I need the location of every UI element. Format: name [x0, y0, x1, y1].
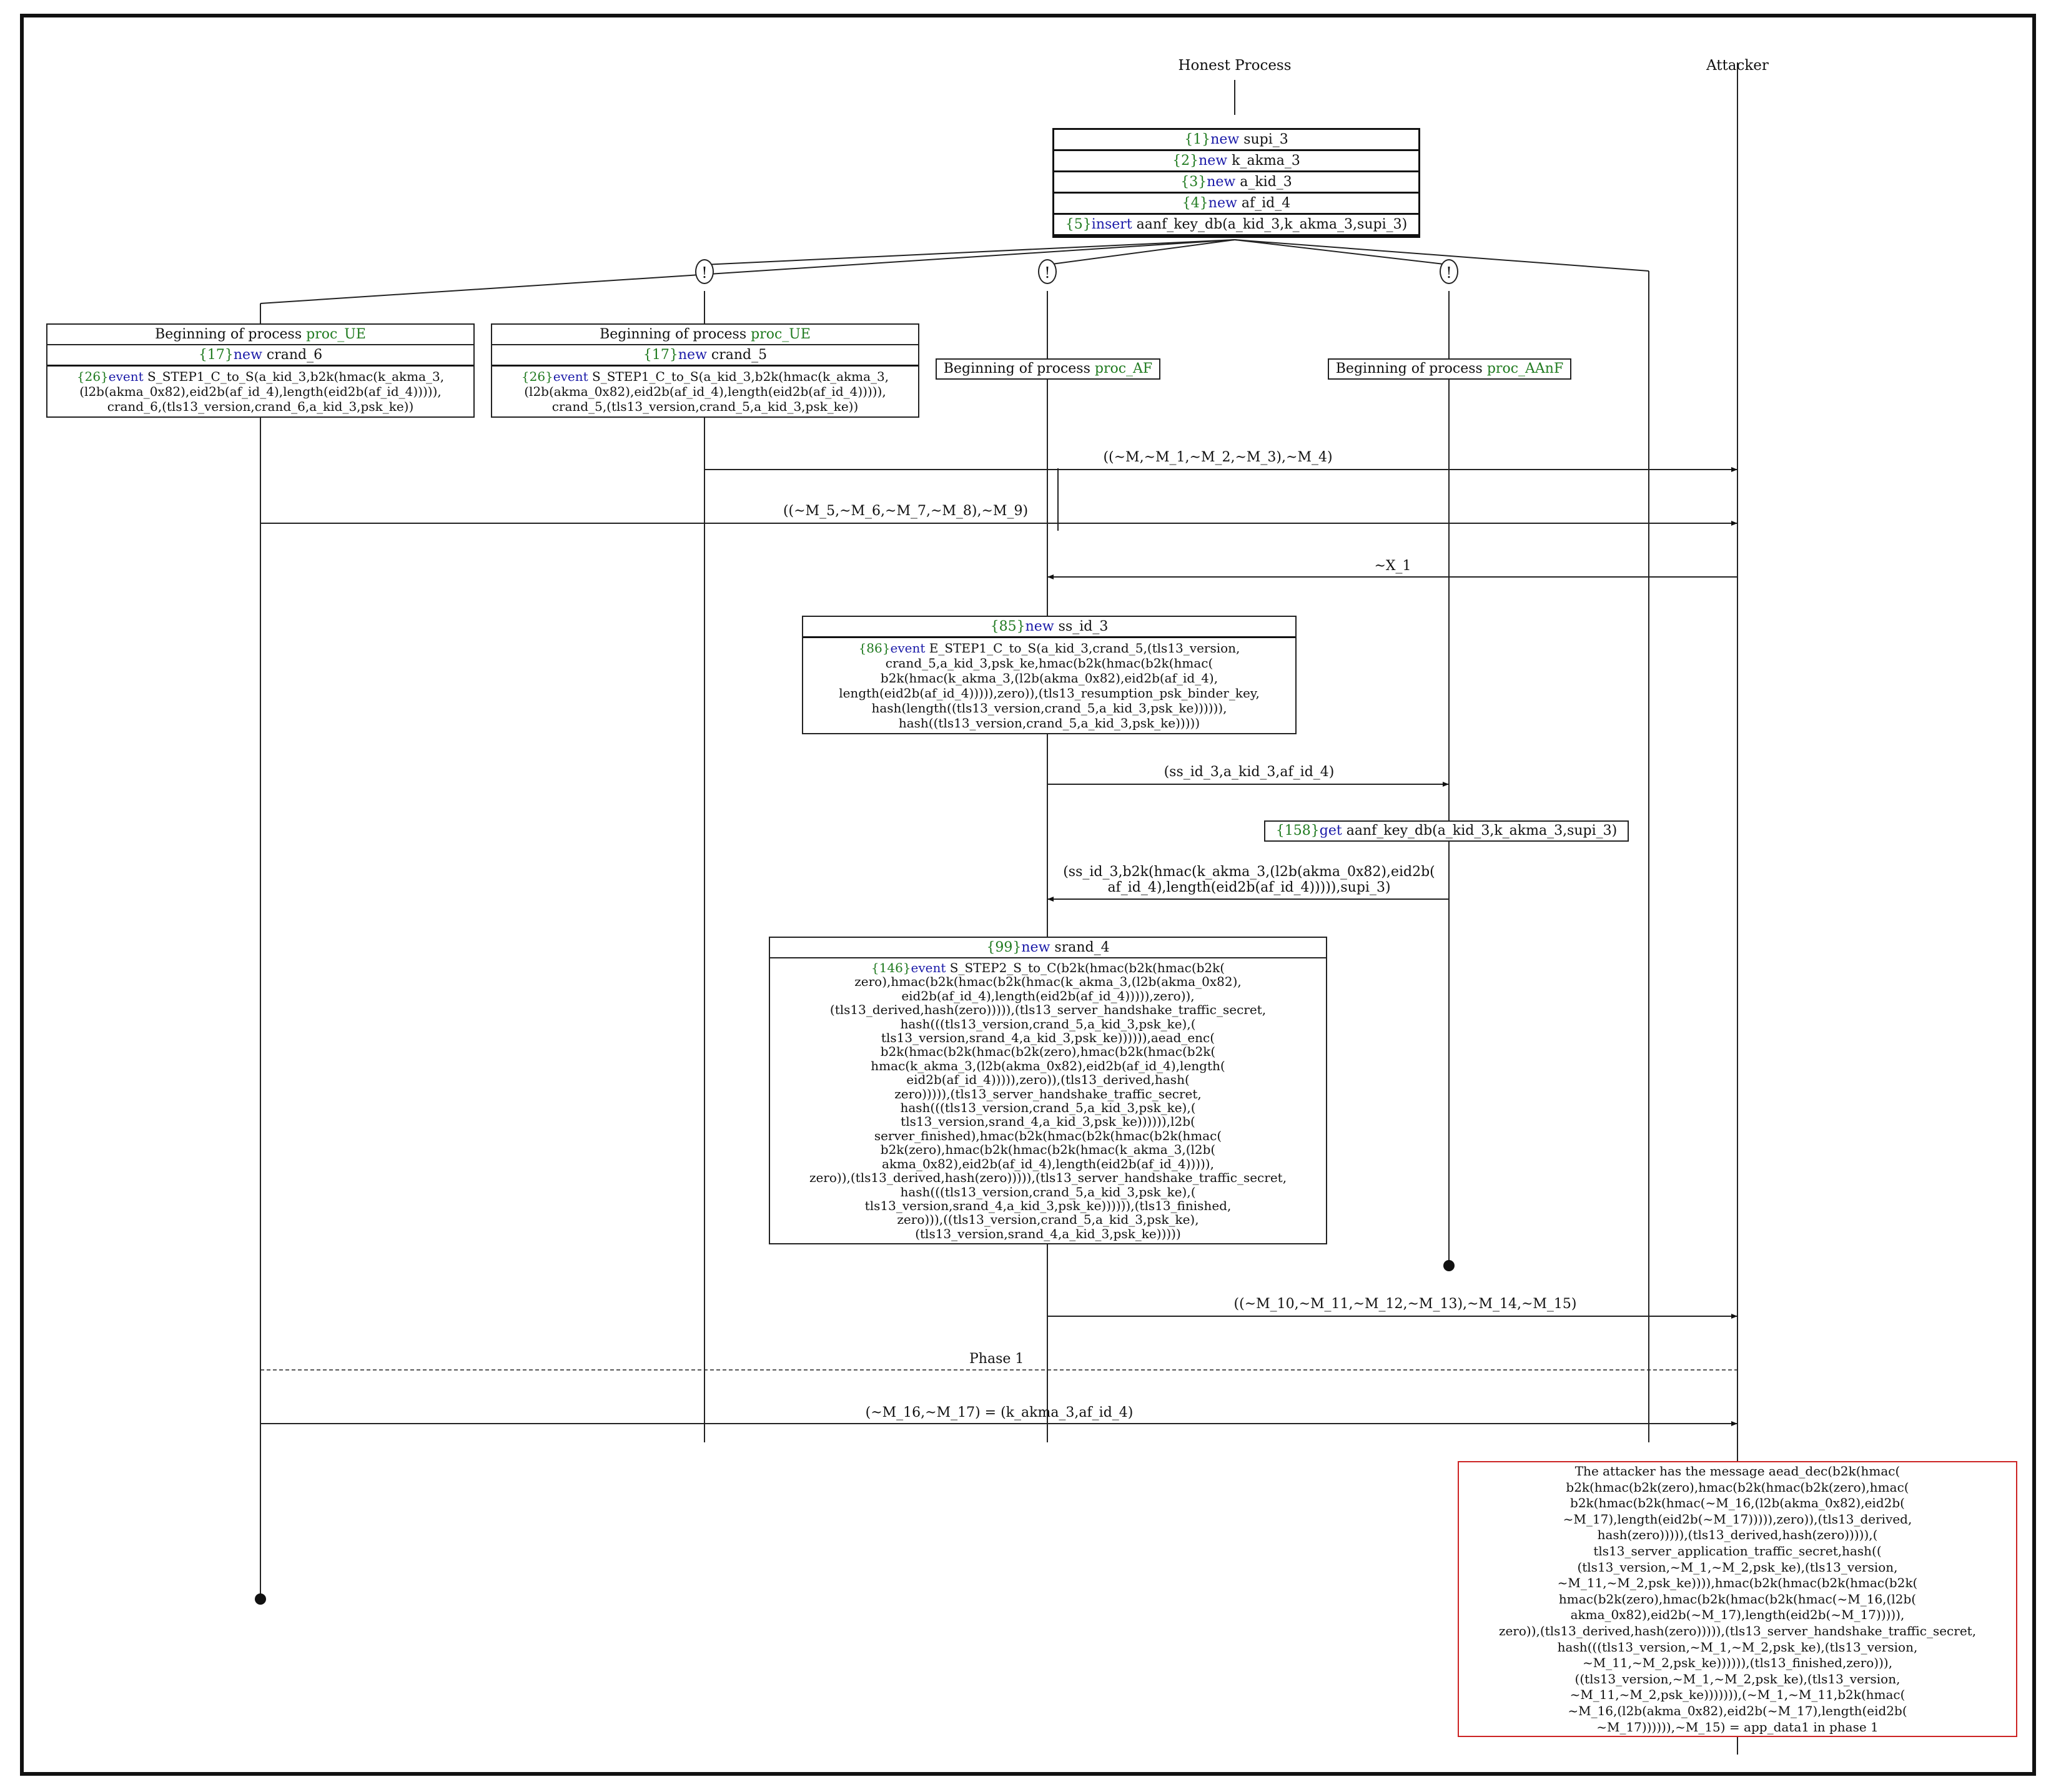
message-m6: ((~M_10,~M_11,~M_12,~M_13),~M_14,~M_15) [1233, 1296, 1577, 1312]
root-row-3: {3}new a_kid_3 [1054, 172, 1418, 194]
ue6-box: Beginning of process proc_UE {17}new cra… [46, 323, 475, 418]
fan-aanf [1234, 239, 1450, 265]
ue5-event: {26}event S_STEP1_C_to_S(a_kid_3,b2k(hma… [521, 369, 889, 414]
aanf-end-dot [1443, 1260, 1455, 1271]
af-box-2: {99}new srand_4 {146}event S_STEP2_S_to_… [769, 937, 1327, 1245]
fan-ue5 [704, 239, 1235, 265]
message-m2: ((~M_5,~M_6,~M_7,~M_8),~M_9) [783, 503, 1029, 519]
ue6-new: {17}new crand_6 [47, 345, 473, 367]
fan-af [1047, 239, 1235, 265]
af-box-1: {85}new ss_id_3 {86}event E_STEP1_C_to_S… [802, 616, 1297, 734]
replication-marker-aanf: ! [1440, 259, 1458, 284]
ue5-new: {17}new crand_5 [492, 345, 918, 367]
af-box-1-new: {85}new ss_id_3 [803, 617, 1295, 638]
message-m7: (~M_16,~M_17) = (k_akma_3,af_id_4) [865, 1405, 1134, 1420]
message-m1: ((~M,~M_1,~M_2,~M_3),~M_4) [1103, 450, 1333, 465]
message-m3: ~X_1 [1374, 558, 1411, 574]
phase-label: Phase 1 [969, 1351, 1024, 1367]
message-m5: (ss_id_3,b2k(hmac(k_akma_3,(l2b(akma_0x8… [1063, 864, 1435, 895]
root-row-5: {5}insert aanf_key_db(a_kid_3,k_akma_3,s… [1054, 215, 1418, 236]
message-m4: (ss_id_3,a_kid_3,af_id_4) [1164, 764, 1335, 780]
ue6-begin: Beginning of process proc_UE [47, 325, 473, 345]
fan-ue6 [260, 239, 1235, 304]
attacker-result-box: The attacker has the message aead_dec(b2… [1458, 1461, 2017, 1737]
af-box-2-new: {99}new srand_4 [770, 938, 1326, 958]
af-box-1-event: {86}event E_STEP1_C_to_S(a_kid_3,crand_5… [839, 641, 1260, 731]
root-row-2: {2}new k_akma_3 [1054, 151, 1418, 172]
attacker-label: Attacker [1706, 57, 1769, 74]
ue5-begin: Beginning of process proc_UE [492, 325, 918, 345]
root-row-4: {4}new af_id_4 [1054, 194, 1418, 215]
ue5-box: Beginning of process proc_UE {17}new cra… [491, 323, 919, 418]
fan-extra [1234, 239, 1649, 272]
replication-marker-af: ! [1038, 259, 1057, 284]
diagram-frame [20, 14, 2036, 1776]
aanf-get-box: {158}get aanf_key_db(a_kid_3,k_akma_3,su… [1264, 820, 1629, 842]
root-box: {1}new supi_3 {2}new k_akma_3 {3}new a_k… [1052, 128, 1420, 238]
root-row-1: {1}new supi_3 [1054, 130, 1418, 151]
ue6-event: {26}event S_STEP1_C_to_S(a_kid_3,b2k(hma… [76, 369, 445, 414]
af-begin-box: Beginning of process proc_AF [936, 358, 1160, 380]
honest-process-label: Honest Process [1178, 57, 1292, 74]
af-box-2-event: {146}event S_STEP2_S_to_C(b2k(hmac(b2k(h… [809, 960, 1287, 1241]
ue6-end-dot [255, 1593, 266, 1605]
replication-marker-ue5: ! [695, 259, 714, 284]
aanf-begin-box: Beginning of process proc_AAnF [1328, 358, 1571, 380]
